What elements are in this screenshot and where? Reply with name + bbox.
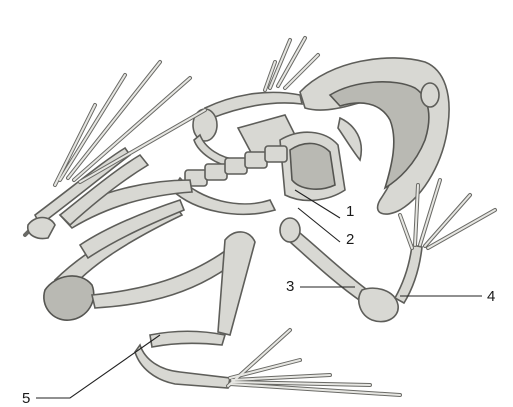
lower-hindlimb bbox=[92, 232, 400, 395]
label-4: 4 bbox=[487, 289, 495, 304]
label-1: 1 bbox=[346, 204, 354, 219]
label-3: 3 bbox=[286, 279, 294, 294]
label-2: 2 bbox=[346, 232, 354, 247]
label-5: 5 bbox=[22, 391, 30, 406]
leader-line-5 bbox=[36, 335, 160, 398]
